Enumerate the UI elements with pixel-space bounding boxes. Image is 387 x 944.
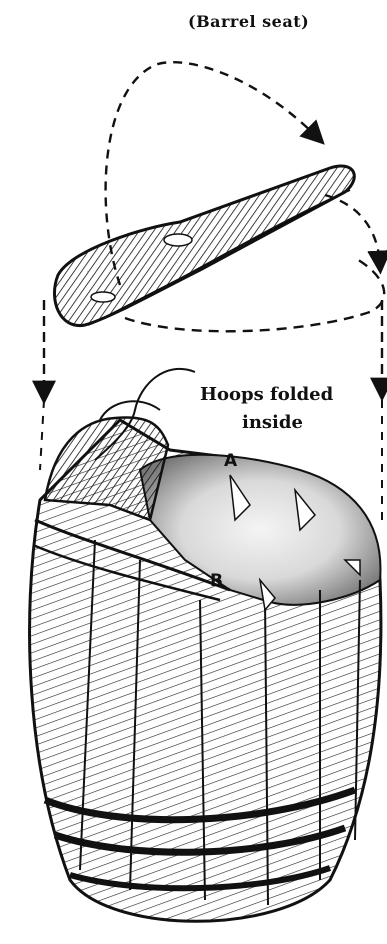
point-label-b: B	[210, 571, 223, 591]
caption-barrel-seat: (Barrel seat)	[188, 12, 309, 31]
point-label-a: A	[224, 451, 237, 471]
barrel-body	[30, 401, 381, 921]
barrel-seat-board	[54, 166, 354, 326]
label-inside: inside	[242, 412, 303, 433]
label-hoops-folded: Hoops folded	[200, 384, 333, 405]
swing-arc-right	[325, 195, 380, 265]
left-guide-dashed	[40, 400, 44, 470]
